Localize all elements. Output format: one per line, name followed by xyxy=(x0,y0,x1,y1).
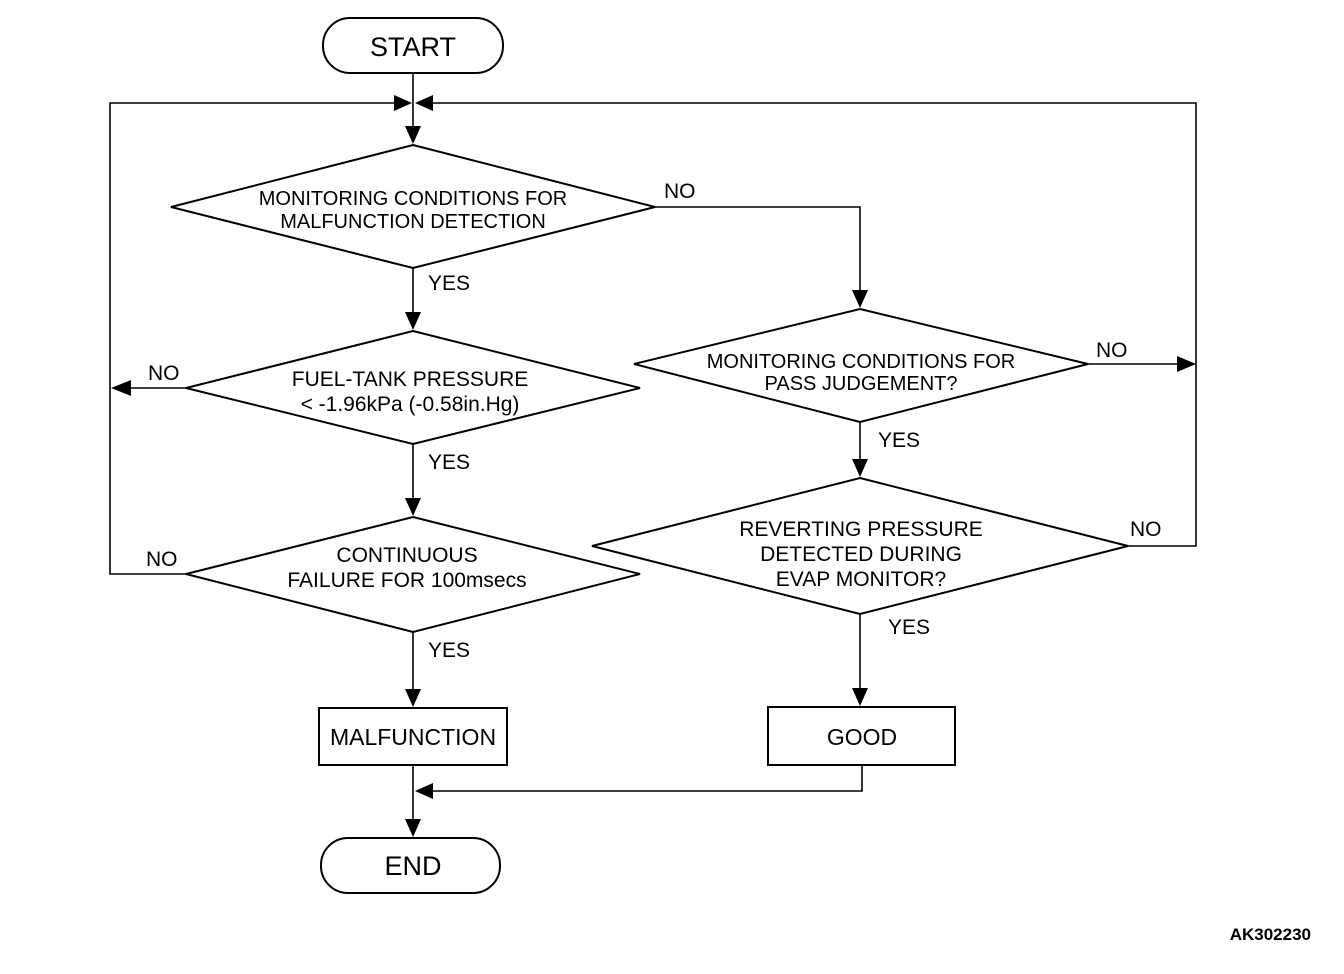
connectors xyxy=(109,73,1197,821)
d2-yes-label: YES xyxy=(428,451,470,474)
arrow-into-malfunction xyxy=(405,689,421,707)
d4-no-label: NO xyxy=(1096,339,1128,362)
arrow-into-d3 xyxy=(405,498,421,516)
decision-continuous-failure xyxy=(185,515,641,634)
arrow-into-d2 xyxy=(405,312,421,330)
d3-no-label: NO xyxy=(146,548,178,571)
end-terminal xyxy=(320,837,501,894)
good-label: GOOD xyxy=(827,724,897,750)
decision-fuel-tank-pressure xyxy=(185,329,641,446)
malfunction-label: MALFUNCTION xyxy=(330,724,496,750)
reverting-pressure-line-2: DETECTED DURING xyxy=(760,543,962,566)
connector-good-merge xyxy=(432,765,863,792)
arrow-left-loop-return xyxy=(394,95,412,111)
fuel-tank-pressure-line-2: < -1.96kPa (-0.58in.Hg) xyxy=(301,393,520,416)
monitoring-pass-line-2: PASS JUDGEMENT? xyxy=(765,373,958,395)
connector-right-loop xyxy=(432,102,1197,547)
monitoring-malfunction-line-2: MALFUNCTION DETECTION xyxy=(280,211,546,233)
good-box xyxy=(767,706,956,766)
arrow-into-d4 xyxy=(852,290,868,308)
end-label: END xyxy=(384,851,441,881)
arrow-into-d1 xyxy=(405,126,421,144)
arrow-good-merge xyxy=(415,783,433,799)
d5-no-label: NO xyxy=(1130,518,1162,541)
arrow-into-d5 xyxy=(852,459,868,477)
connector-d1-no xyxy=(655,206,861,292)
continuous-failure-line-1: CONTINUOUS xyxy=(336,544,477,567)
shapes xyxy=(170,17,1129,894)
decision-monitoring-pass xyxy=(633,307,1089,424)
arrow-d2-no xyxy=(111,380,131,396)
arrow-d4-no xyxy=(1177,356,1196,372)
d2-no-label: NO xyxy=(148,362,180,385)
monitoring-malfunction-line-1: MONITORING CONDITIONS FOR xyxy=(259,188,568,210)
edge-labels: YES NO YES NO YES NO YES NO YES NO xyxy=(146,180,1162,662)
arrow-into-good xyxy=(852,688,868,706)
start-terminal xyxy=(322,17,504,74)
fuel-tank-pressure-line-1: FUEL-TANK PRESSURE xyxy=(292,368,529,391)
start-label: START xyxy=(370,32,456,62)
figure-id: AK302230 xyxy=(1230,925,1311,944)
arrow-into-end xyxy=(405,819,421,837)
node-labels: START END MONITORING CONDITIONS FOR MALF… xyxy=(259,32,1016,881)
arrow-right-loop-return xyxy=(415,95,433,111)
d3-yes-label: YES xyxy=(428,639,470,662)
malfunction-box xyxy=(318,707,508,766)
d5-yes-label: YES xyxy=(888,616,930,639)
arrowheads xyxy=(111,95,1196,837)
d1-no-label: NO xyxy=(664,180,696,203)
continuous-failure-line-2: FAILURE FOR 100msecs xyxy=(287,569,526,592)
decision-reverting-pressure xyxy=(591,476,1129,616)
reverting-pressure-line-1: REVERTING PRESSURE xyxy=(739,518,983,541)
reverting-pressure-line-3: EVAP MONITOR? xyxy=(776,568,946,591)
d4-yes-label: YES xyxy=(878,429,920,452)
connector-left-loop xyxy=(109,102,395,575)
d1-yes-label: YES xyxy=(428,272,470,295)
monitoring-pass-line-1: MONITORING CONDITIONS FOR xyxy=(707,351,1016,373)
decision-monitoring-malfunction xyxy=(170,143,656,270)
